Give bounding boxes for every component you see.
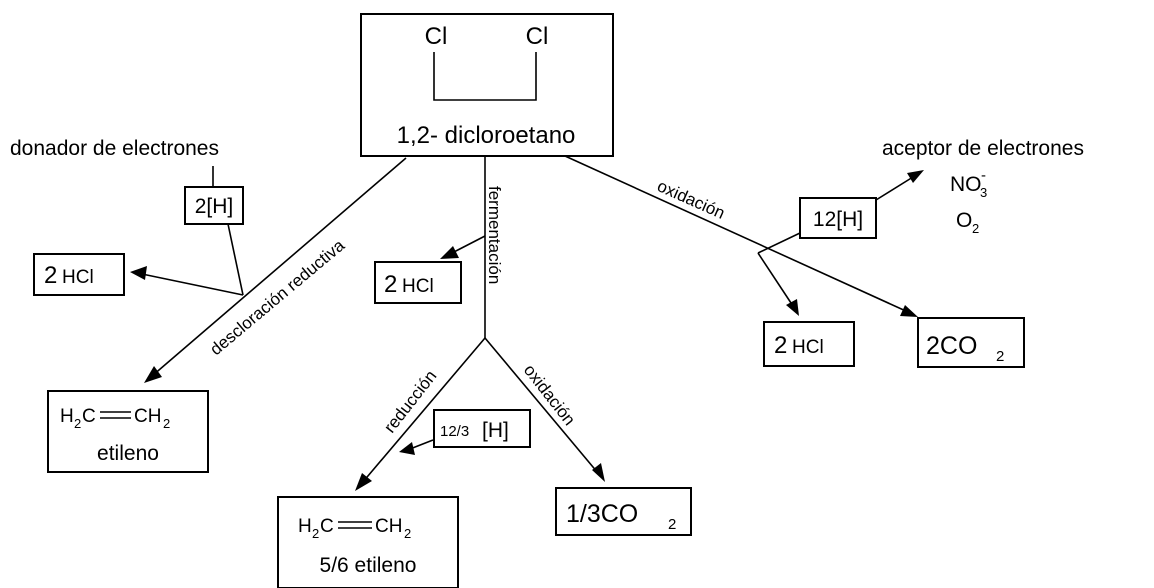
hcl-left-line — [141, 273, 244, 296]
ethylene-56-h: H — [298, 516, 312, 537]
sub-oxidation-line — [484, 337, 599, 474]
oxidation-arrowhead — [900, 305, 918, 317]
hcl-right-arrowhead — [786, 299, 799, 316]
acceptor-upper-line — [875, 176, 914, 201]
nitrate-formula: NO — [950, 173, 982, 196]
acceptor-h-box — [799, 197, 877, 239]
ethylene-56-box: H 2 C CH 2 5/6 etileno — [277, 496, 459, 588]
ethylene-56-frame — [277, 496, 459, 588]
ethylene-56-name: 5/6 etileno — [320, 554, 417, 577]
hcl-right-num: 2 — [774, 332, 787, 359]
co2-right-sub: 2 — [996, 348, 1004, 365]
oxygen-sub: 2 — [972, 221, 979, 236]
acceptor-lower-line — [757, 232, 801, 254]
hcl-mid-line — [451, 235, 486, 254]
reactant-frame — [360, 13, 614, 157]
hcl-left-box — [33, 253, 125, 296]
hcl-left-formula: HCl — [62, 267, 94, 288]
donor-label: donador de electrones — [10, 137, 219, 160]
ethylene-56-sub-1: 2 — [312, 526, 319, 541]
reduction-arrowhead — [355, 473, 372, 491]
fermentation-label: fermentación — [485, 186, 504, 284]
co2-right-num: 2CO — [926, 332, 977, 360]
reactant-name: 1,2- dicloroetano — [397, 122, 576, 149]
h-fraction-h: [H] — [482, 419, 509, 442]
co2-third-sub: 2 — [668, 516, 676, 533]
h-fraction-line — [409, 439, 434, 450]
ethylene-56-c: C — [320, 516, 334, 537]
ethylene-h: H — [60, 406, 74, 427]
hcl-mid-formula: HCl — [402, 276, 434, 297]
reductive-arrowhead — [144, 366, 162, 383]
hcl-right-box — [763, 321, 855, 367]
ethylene-name: etileno — [97, 442, 159, 465]
reactant-box: Cl Cl 1,2- dicloroetano — [360, 13, 614, 157]
sub-oxidation-arrowhead — [592, 463, 605, 482]
hcl-left-num: 2 — [44, 262, 57, 289]
h-fraction-arrowhead — [399, 442, 415, 455]
hcl-left-arrowhead — [130, 266, 147, 280]
h-fraction-num: 12/3 — [440, 423, 469, 440]
nitrate-charge: - — [981, 167, 986, 184]
reduction-line — [361, 337, 486, 484]
hcl-right-line — [757, 252, 794, 307]
chlorine-left: Cl — [425, 23, 448, 50]
co2-right-box — [917, 317, 1025, 368]
co2-third-num: 1/3CO — [566, 500, 638, 528]
ethylene-ch: CH — [134, 406, 161, 427]
donor-h-box — [184, 186, 244, 225]
ethylene-frame — [47, 390, 209, 473]
reductive-pathway-line — [151, 157, 407, 377]
ethylene-c: C — [82, 406, 96, 427]
ethylene-56-sub-2: 2 — [404, 526, 411, 541]
hcl-mid-num: 2 — [384, 271, 397, 298]
co2-third-box — [555, 487, 692, 536]
ethylene-box: H 2 C CH 2 etileno — [47, 390, 209, 473]
ethylene-sub-1: 2 — [74, 416, 81, 431]
molecule-bonds — [433, 52, 537, 101]
hcl-right-formula: HCl — [792, 337, 824, 358]
donor-h-label: 2[H] — [195, 195, 234, 218]
donor-to-pathway-line — [227, 223, 244, 296]
ethylene-56-ch: CH — [375, 516, 402, 537]
hcl-mid-box — [374, 261, 462, 304]
h-fraction-box — [433, 409, 531, 448]
oxidation-label: oxidación — [654, 176, 727, 223]
reductive-pathway-label: descloración reductiva — [206, 235, 348, 359]
hcl-mid-arrowhead — [440, 246, 459, 259]
oxidation-line — [564, 155, 909, 313]
chlorine-right: Cl — [526, 23, 549, 50]
nitrate-sub: 3 — [980, 185, 987, 200]
oxygen-formula: O — [956, 209, 972, 232]
acceptor-arrowhead — [907, 170, 924, 183]
acceptor-h-label: 12[H] — [813, 208, 863, 231]
acceptor-label: aceptor de electrones — [882, 137, 1084, 160]
ethylene-sub-2: 2 — [163, 416, 170, 431]
